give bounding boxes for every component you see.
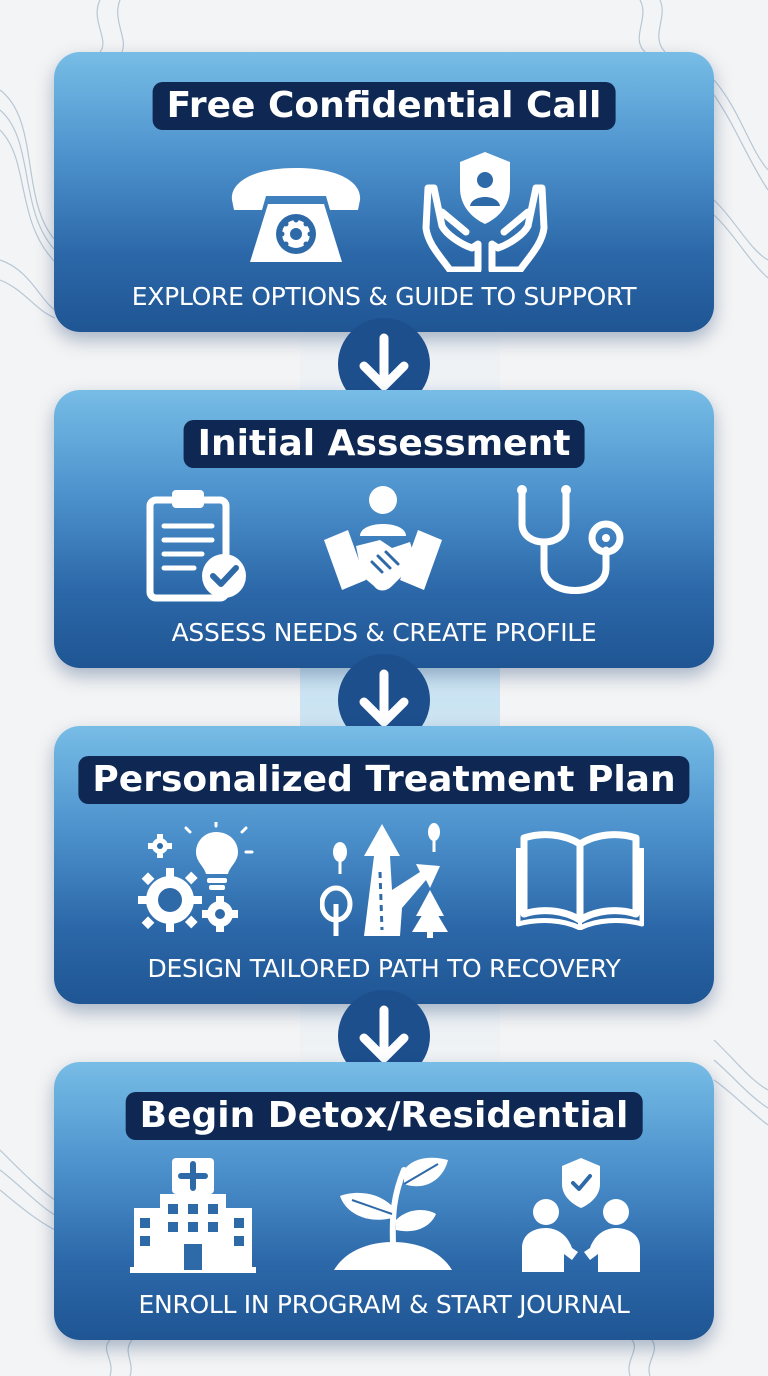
stethoscope-icon <box>517 485 624 594</box>
forked-path-icon <box>320 823 448 938</box>
step-card-2: Initial Assessment ASSESS NEEDS & CREATE… <box>54 390 714 668</box>
sprout-icon <box>334 1157 452 1270</box>
caring-hands-shield-icon <box>422 152 548 272</box>
step-card-1: Free Confidential Call EXPLORE OPTIONS &… <box>54 52 714 332</box>
clipboard-checklist-icon <box>146 490 246 602</box>
hospital-icon <box>130 1158 256 1273</box>
step-title: Personalized Treatment Plan <box>78 756 690 804</box>
gears-lightbulb-icon <box>138 822 254 932</box>
step-card-3: Personalized Treatment Plan <box>54 726 714 1004</box>
step-subtitle: EXPLORE OPTIONS & GUIDE TO SUPPORT <box>131 282 637 311</box>
step-subtitle: ASSESS NEEDS & CREATE PROFILE <box>171 618 597 647</box>
down-arrow-icon <box>338 654 430 746</box>
step-card-4: Begin Detox/Residential ENROLL IN PROGRA… <box>54 1062 714 1340</box>
support-people-shield-icon <box>522 1158 640 1272</box>
step-title: Begin Detox/Residential <box>125 1092 643 1140</box>
down-arrow-icon <box>338 990 430 1082</box>
handshake-icon <box>324 486 442 591</box>
down-arrow-icon <box>338 318 430 410</box>
telephone-icon <box>231 168 361 262</box>
step-title: Initial Assessment <box>183 420 585 468</box>
step-title: Free Confidential Call <box>152 82 616 130</box>
step-subtitle: ENROLL IN PROGRAM & START JOURNAL <box>138 1290 630 1319</box>
open-book-icon <box>516 831 644 930</box>
step-subtitle: DESIGN TAILORED PATH TO RECOVERY <box>147 954 621 983</box>
